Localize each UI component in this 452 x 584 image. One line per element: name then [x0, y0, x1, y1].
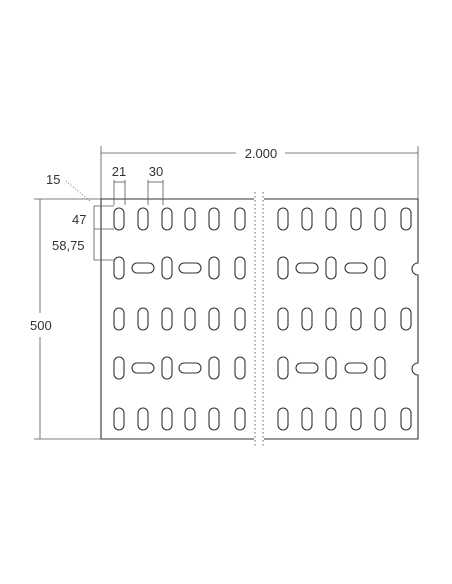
slot-pattern: [113, 207, 412, 431]
vertical-slot: [161, 307, 173, 331]
height-dimension: 500: [30, 198, 101, 440]
vertical-slot: [350, 207, 362, 231]
vertical-slot: [161, 207, 173, 231]
edge-offset-leader: [65, 180, 91, 202]
vertical-slot: [325, 356, 337, 380]
slot-pitch-label: 30: [149, 164, 163, 179]
vertical-slot: [301, 407, 313, 431]
horizontal-slot: [295, 362, 319, 374]
horizontal-slot: [178, 362, 202, 374]
vertical-slot: [277, 307, 289, 331]
vertical-slot: [325, 256, 337, 280]
vertical-slot: [277, 356, 289, 380]
vertical-slot: [208, 356, 220, 380]
slot-width-label: 21: [112, 164, 126, 179]
vertical-slot: [137, 207, 149, 231]
vertical-slot: [400, 407, 412, 431]
vertical-slot: [325, 207, 337, 231]
vertical-slot: [208, 407, 220, 431]
vertical-slot: [374, 307, 386, 331]
vertical-slot: [277, 407, 289, 431]
vertical-slot: [234, 207, 246, 231]
vertical-slot: [374, 407, 386, 431]
vertical-slot: [350, 407, 362, 431]
vertical-slot: [208, 307, 220, 331]
slot-pitch-dimension: 30: [147, 164, 164, 205]
vertical-slot: [301, 207, 313, 231]
vertical-slot: [113, 407, 125, 431]
edge-offset-label: 15: [46, 172, 60, 187]
plate-left-outline: [100, 198, 254, 440]
vertical-slot: [234, 407, 246, 431]
vertical-slot: [113, 356, 125, 380]
vertical-slot: [277, 256, 289, 280]
horizontal-slot: [295, 262, 319, 274]
horizontal-slot: [344, 362, 368, 374]
row-pitch-label: 58,75: [52, 238, 85, 253]
vertical-slot: [400, 207, 412, 231]
vertical-slot: [161, 407, 173, 431]
length-dimension: 2.000: [100, 146, 419, 199]
vertical-slot: [161, 256, 173, 280]
vertical-slot: [161, 356, 173, 380]
vertical-slot: [208, 256, 220, 280]
vertical-slot: [137, 307, 149, 331]
first-row-label: 47: [72, 212, 86, 227]
vertical-slot: [374, 207, 386, 231]
horizontal-slot: [131, 262, 155, 274]
vertical-slot: [325, 407, 337, 431]
vertical-slot: [234, 307, 246, 331]
vertical-slot: [400, 307, 412, 331]
vertical-slot: [184, 207, 196, 231]
vertical-slot: [137, 407, 149, 431]
horizontal-slot: [344, 262, 368, 274]
vertical-slot: [184, 407, 196, 431]
row-dimensions: 47 58,75: [52, 205, 114, 261]
plate-outline: [100, 198, 419, 440]
vertical-slot: [325, 307, 337, 331]
vertical-slot: [374, 256, 386, 280]
vertical-slot: [113, 207, 125, 231]
vertical-slot: [113, 256, 125, 280]
slot-width-dimension: 21: [112, 164, 126, 205]
vertical-slot: [277, 207, 289, 231]
height-label: 500: [30, 318, 52, 333]
vertical-slot: [208, 207, 220, 231]
vertical-slot: [113, 307, 125, 331]
vertical-slot: [350, 307, 362, 331]
edge-offset-dimension: 15: [46, 172, 91, 202]
horizontal-slot: [178, 262, 202, 274]
vertical-slot: [184, 307, 196, 331]
plate-right-outline: [264, 198, 419, 440]
length-label: 2.000: [245, 146, 278, 161]
horizontal-slot: [131, 362, 155, 374]
vertical-slot: [301, 307, 313, 331]
vertical-slot: [374, 356, 386, 380]
vertical-slot: [234, 256, 246, 280]
vertical-slot: [234, 356, 246, 380]
